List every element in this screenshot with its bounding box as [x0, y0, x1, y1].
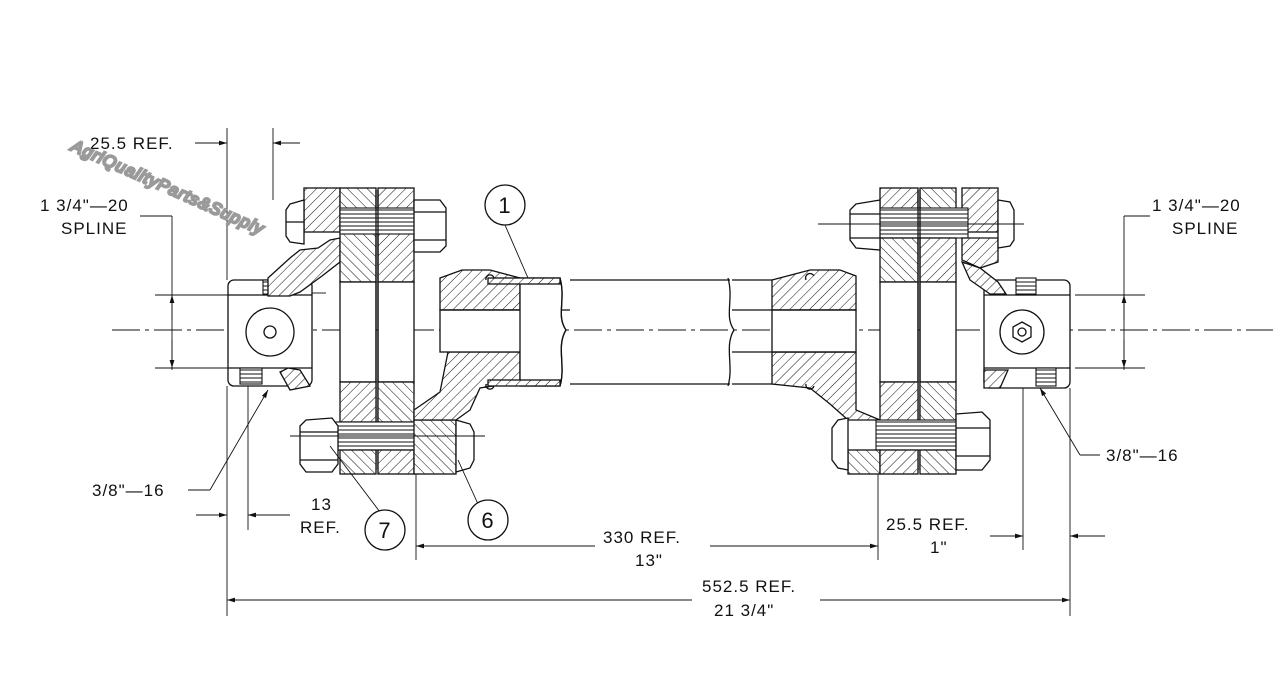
balloon-1: 1 [484, 184, 526, 226]
thread-right-label: 3/8"—16 [1106, 446, 1179, 465]
ref-25-5-top-label: 25.5 REF. [90, 134, 174, 153]
svg-text:6: 6 [481, 508, 494, 533]
balloon-7: 7 [364, 509, 406, 551]
right-shaft-hub [732, 269, 881, 421]
ref-330-label: 330 REF. [603, 528, 681, 547]
yoke-cross-bore [245, 307, 295, 357]
right-flange-assembly [818, 187, 1024, 475]
thread-left-label: 3/8"—16 [92, 481, 165, 500]
center-tube [485, 274, 810, 390]
ref-13-ref-label: REF. [300, 518, 341, 537]
balloon-6: 6 [467, 499, 509, 541]
spline-left-size-label: 1 3/4"—20 [40, 196, 129, 215]
right-yoke [960, 260, 1071, 389]
left-flange-assembly [285, 187, 485, 475]
spline-left-label: SPLINE [61, 219, 127, 238]
ref-25-5-right-inch-label: 1" [930, 538, 948, 557]
ref-25-5-right-label: 25.5 REF. [886, 515, 970, 534]
spline-right-label: SPLINE [1172, 219, 1238, 238]
dimension-labels: 25.5 REF. 1 3/4"—20 SPLINE 1 3/4"—20 SPL… [40, 134, 1241, 620]
svg-text:7: 7 [378, 518, 391, 543]
dimensions [140, 128, 1150, 616]
ref-552-5-inch-label: 21 3/4" [714, 601, 774, 620]
left-yoke [227, 237, 341, 391]
item-balloons: 1 6 7 [364, 184, 526, 551]
ref-552-5-label: 552.5 REF. [702, 577, 796, 596]
ref-330-inch-label: 13" [635, 551, 663, 570]
svg-text:1: 1 [498, 193, 511, 218]
ref-13-value-label: 13 [311, 495, 332, 514]
spline-right-size-label: 1 3/4"—20 [1152, 196, 1241, 215]
